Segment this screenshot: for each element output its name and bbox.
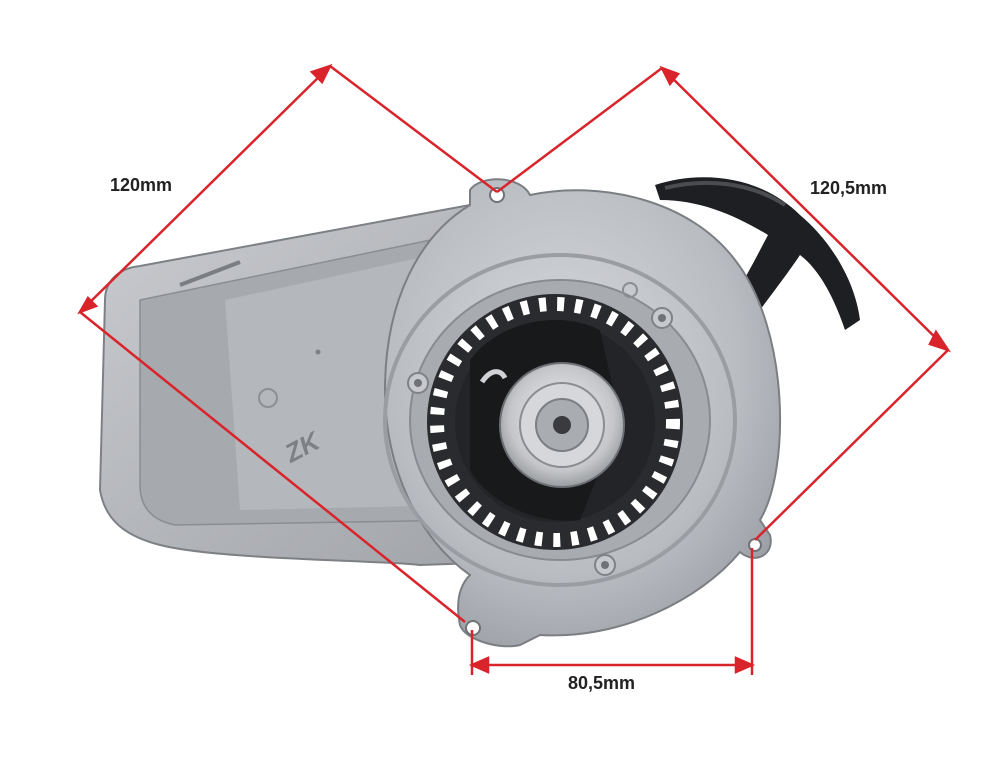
arrowhead [928, 329, 952, 353]
arrowhead [77, 295, 99, 315]
dimension-line-left-outer [79, 65, 331, 313]
mounting-hole [489, 187, 505, 203]
center-hub [499, 362, 625, 488]
dimension-line-right-drop [754, 349, 949, 541]
arrowhead [734, 656, 756, 674]
dimension-line-left-inner [329, 65, 498, 193]
arrowhead [468, 656, 490, 674]
arrowhead [659, 65, 681, 87]
dimension-line-diagonal [79, 311, 466, 623]
dimension-label-left: 120mm [110, 175, 173, 195]
dimension-lines [77, 63, 952, 675]
arrowhead [309, 63, 333, 85]
dimension-label-right: 120,5mm [810, 178, 888, 198]
dimension-line-right-inner [496, 67, 663, 193]
dimension-label-bottom: 80,5mm [568, 673, 636, 693]
dimension-line-right-outer [661, 67, 949, 351]
